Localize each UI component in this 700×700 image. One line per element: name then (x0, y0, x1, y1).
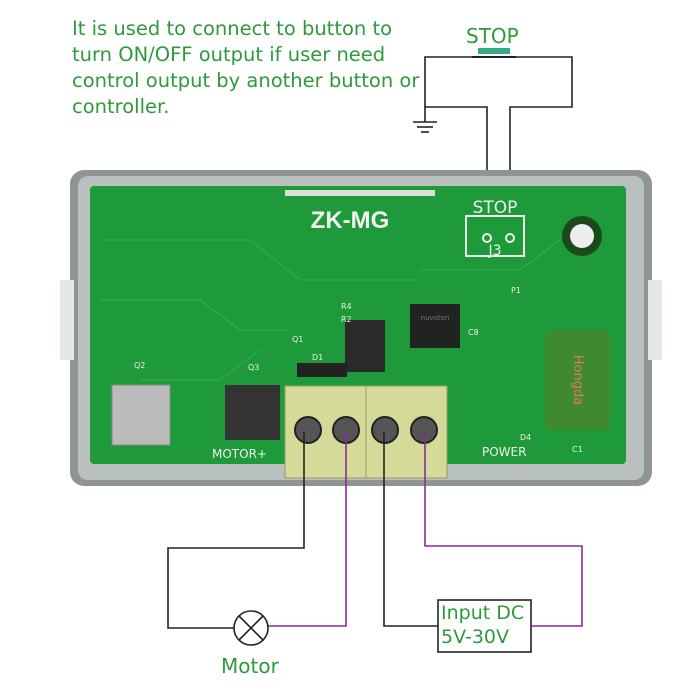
wire-motor-neg (167, 432, 305, 629)
j3-pin-2 (505, 233, 515, 243)
input-dc-line1: Input DC (441, 602, 525, 624)
svg-text:P1: P1 (511, 286, 521, 295)
svg-text:Hongda: Hongda (570, 355, 585, 405)
ground-icon (413, 107, 437, 133)
j3-silk: J3 (487, 243, 501, 259)
svg-text:R2: R2 (341, 315, 352, 324)
svg-text:D4: D4 (520, 433, 531, 442)
capacitor-large (545, 330, 610, 430)
svg-text:C8: C8 (468, 328, 479, 337)
wire-motor-pos (268, 432, 347, 627)
terminal-block (284, 385, 448, 479)
microcontroller-chip (410, 304, 460, 348)
input-dc-line2: 5V-30V (441, 626, 510, 648)
switch-wire-right (509, 56, 573, 240)
description-caption: It is used to connect to button to turn … (72, 17, 420, 118)
svg-text:C1: C1 (572, 445, 583, 454)
svg-text:D1: D1 (312, 353, 323, 362)
diode-z30 (345, 320, 385, 372)
wire-power-pos (424, 432, 583, 627)
input-dc-label: Input DC 5V-30V (441, 601, 524, 649)
stop-switch-label: STOP (466, 24, 519, 48)
board-model: ZK-MG (311, 207, 390, 234)
j3-pin-1 (482, 233, 492, 243)
terminal-screw-motor-neg (294, 416, 322, 444)
stop-button-icon[interactable] (472, 48, 516, 58)
inductor-q2 (111, 384, 171, 446)
power-silk: POWER (482, 445, 526, 459)
svg-text:nuvoton: nuvoton (421, 314, 450, 322)
wire-power-neg (383, 432, 438, 627)
svg-text:Q3: Q3 (248, 363, 259, 372)
motor-silk: MOTOR+ (212, 447, 267, 461)
stop-silk: STOP (473, 198, 518, 218)
terminal-screw-power-pos (410, 416, 438, 444)
terminal-screw-power-neg (371, 416, 399, 444)
svg-text:R4: R4 (341, 302, 352, 311)
svg-text:Q1: Q1 (292, 335, 303, 344)
mosfet-q3 (225, 385, 280, 440)
diode-d1 (297, 363, 347, 377)
motor-label: Motor (221, 654, 279, 678)
svg-text:Q2: Q2 (134, 361, 145, 370)
input-dc-box (437, 599, 532, 653)
lamp-icon (233, 610, 269, 646)
